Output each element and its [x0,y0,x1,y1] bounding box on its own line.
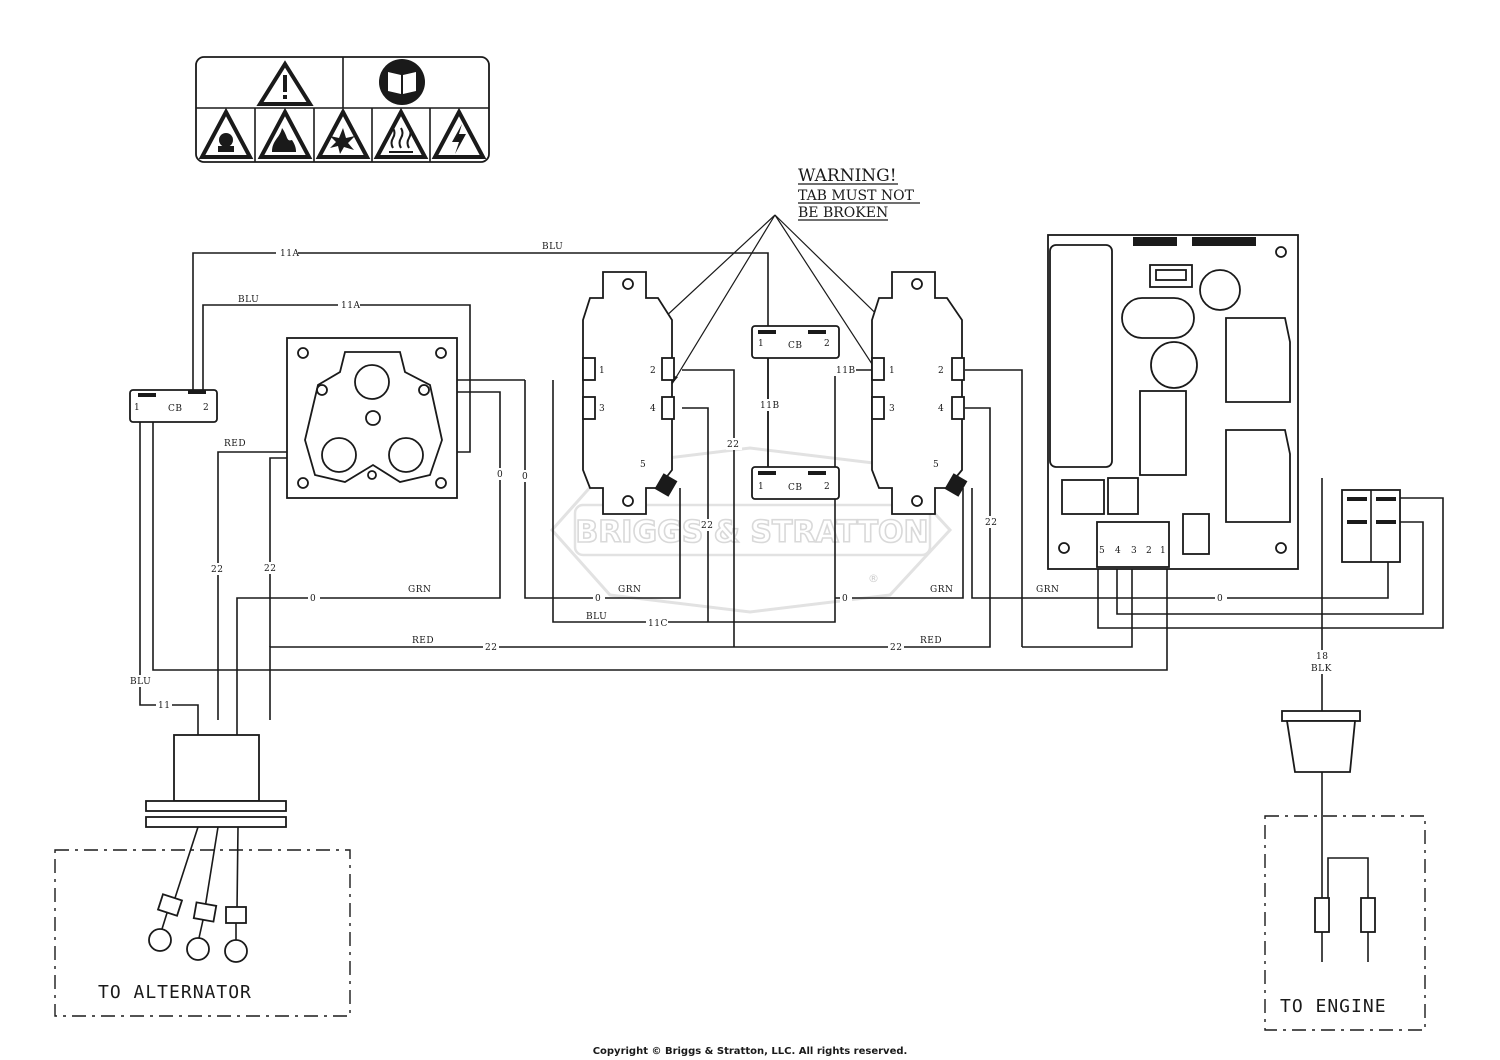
outlet-left-pin-5: 5 [640,460,646,470]
wire-label-blk: BLK [1311,664,1332,674]
wire-label-11a-top: 11A [280,249,299,259]
cb-left-term-2: 2 [203,403,209,413]
outlet-right-pin-5: 5 [933,460,939,470]
duplex-outlet-left: 1 2 3 4 5 [582,271,678,515]
wire-label-22-b: 22 [264,564,276,574]
wire-label-22-c: 22 [727,440,739,450]
wire-label-blu-bottom: BLU [586,612,607,622]
connector-pin-1: 1 [1160,546,1166,556]
cb-center-top-term-1: 1 [758,339,764,349]
wire-labels: 11A BLU BLU 11A RED 22 22 0 0 22 11B 11B… [128,240,1335,711]
watermark-text: BRIGGS & STRATTON [575,515,928,550]
cb-center-bottom-label: CB [788,483,803,493]
warning-line-2: BE BROKEN [798,205,888,221]
copyright: Copyright © Briggs & Stratton, LLC. All … [593,1046,908,1057]
wire-label-blu-top: BLU [542,242,563,252]
wire-label-0-green-3: 0 [842,594,848,604]
outlet-left-pin-2: 2 [650,366,656,376]
duplex-outlet-right: 1 2 3 4 5 [871,271,968,515]
read-manual-icon [379,59,425,105]
wire-label-grn-3: GRN [930,585,953,595]
wire-label-11-left: 11 [158,701,170,711]
warning-title: WARNING! [798,166,897,186]
ground-screw-right [944,473,968,497]
to-alternator-label: TO ALTERNATOR [98,982,252,1003]
electric-shock-icon [431,107,487,159]
wire-label-22-e: 22 [985,518,997,528]
wire-label-blu-left: BLU [130,677,151,687]
wire-label-red-left: RED [224,439,246,449]
outlet-left-pin-3: 3 [599,404,605,414]
wire-label-0-green-2: 0 [595,594,601,604]
warning-triangle-icon [256,60,314,106]
wire-label-grn-4: GRN [1036,585,1059,595]
watermark-registered: ® [868,572,879,585]
cb-center-bottom-term-2: 2 [824,482,830,492]
outlet-left-pin-4: 4 [650,404,656,414]
outlet-left-pin-1: 1 [599,366,605,376]
wire-label-22-bottom-1: 22 [485,643,497,653]
warning-line-1: TAB MUST NOT [798,188,915,204]
wire-label-grn-1: GRN [408,585,431,595]
wire-label-red-bottom-1: RED [412,636,434,646]
board-header-pins [1133,237,1256,246]
wire-label-red-bottom-2: RED [920,636,942,646]
wire-label-11b-horizontal: 11B [836,366,856,376]
wire-label-22-bottom-2: 22 [890,643,902,653]
cb-left-label: CB [168,404,183,414]
outlet-right-pin-3: 3 [889,404,895,414]
wire-label-11c: 11C [648,619,668,629]
circuit-breaker-center-top: 1 CB 2 [751,325,840,359]
outlet-right-pin-2: 2 [938,366,944,376]
outlet-right-pin-4: 4 [938,404,944,414]
wire-label-11b-vertical: 11B [760,401,780,411]
wire-label-0-green-1: 0 [310,594,316,604]
wire-label-0-b: 0 [522,472,528,482]
wire-label-grn-2: GRN [618,585,641,595]
cb-center-top-term-2: 2 [824,339,830,349]
circuit-breaker-center-bottom: 1 CB 2 [751,466,840,500]
cb-center-top-label: CB [788,341,803,351]
connector-pin-4: 4 [1115,546,1121,556]
alternator-harness [145,734,287,963]
fire-hazard-icon [257,107,313,159]
safety-label [195,56,490,163]
twist-lock-receptacle [286,337,458,499]
wire-label-18: 18 [1316,652,1328,662]
wire-label-0-green-4: 0 [1217,594,1223,604]
explosion-hazard-icon [315,107,371,159]
connector-pin-3: 3 [1131,546,1137,556]
hot-surface-icon [373,107,429,159]
wire-label-22-a: 22 [211,565,223,575]
engine-connector [1281,710,1376,962]
engine-boundary [1264,815,1426,1031]
to-engine-label: TO ENGINE [1280,996,1387,1017]
wire-label-blu-second: BLU [238,295,259,305]
cb-center-bottom-term-1: 1 [758,482,764,492]
wire-label-11a-second: 11A [341,301,360,311]
cb-left-term-1: 1 [134,403,140,413]
toxic-fumes-icon [198,107,254,159]
watermark: BRIGGS & STRATTON ® [549,446,953,614]
wire-label-0-a: 0 [497,470,503,480]
ground-screw-left [654,473,678,497]
outlet-right-pin-1: 1 [889,366,895,376]
circuit-breaker-left: 1 CB 2 [129,389,218,423]
switch-module [1341,489,1401,563]
alternator-boundary [54,849,351,1017]
connector-pin-5: 5 [1099,546,1105,556]
control-board: 5 4 3 2 1 [1047,234,1299,570]
connector-pin-2: 2 [1146,546,1152,556]
wire-label-22-d: 22 [701,521,713,531]
